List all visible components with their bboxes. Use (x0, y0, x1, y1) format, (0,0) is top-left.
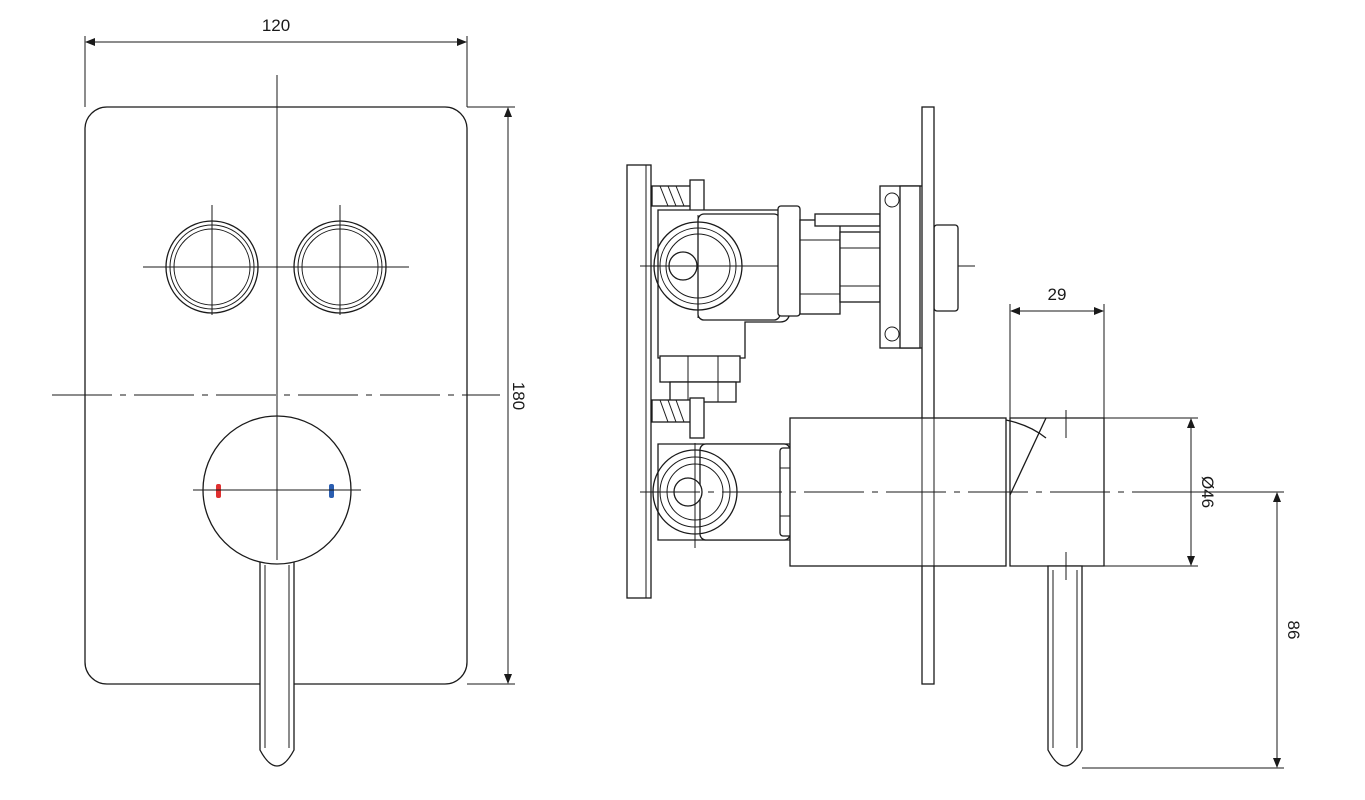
front-face-plate (921, 106, 935, 685)
side-lever (1047, 565, 1083, 767)
rear-mounting-plate (626, 164, 652, 599)
width-dimension-label: 120 (262, 16, 290, 35)
diverter-button-left (143, 205, 281, 315)
height-dimension-label: 180 (509, 382, 528, 410)
front-lever (259, 559, 295, 767)
cold-indicator (329, 484, 334, 498)
spout-offset-dimension-label: 29 (1048, 285, 1067, 304)
hot-indicator (216, 484, 221, 498)
front-view: 120 180 (52, 16, 528, 767)
diverter-button-right (271, 205, 409, 315)
side-view: 29 Ø46 86 (626, 106, 1303, 769)
lever-length-dimension-label: 86 (1284, 621, 1303, 640)
